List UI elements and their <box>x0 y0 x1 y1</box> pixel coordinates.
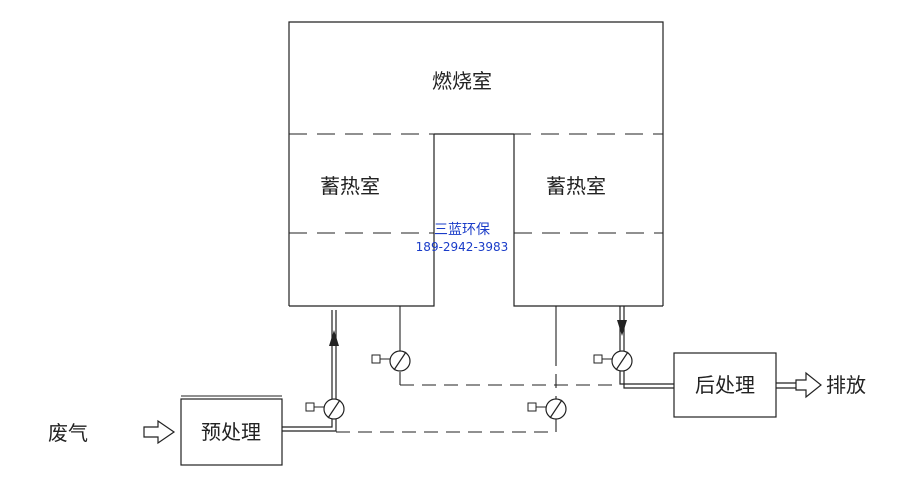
watermark-phone: 189-2942-3983 <box>416 240 509 254</box>
posttreatment-label: 后处理 <box>695 373 755 397</box>
outlet-pipe <box>617 306 674 389</box>
left-regen-chamber-label: 蓄热室 <box>320 174 380 198</box>
inlet-pipe <box>282 310 339 432</box>
valve-right-outlet[interactable] <box>593 350 633 372</box>
pretreatment-box: 预处理 <box>180 395 283 466</box>
hollow-arrow-icon <box>795 371 822 399</box>
reversal-piping <box>336 352 620 433</box>
watermark-company: 三蓝环保 <box>434 222 490 238</box>
valve-left-inlet[interactable] <box>305 398 345 420</box>
waste-gas-label: 废气 <box>48 421 88 445</box>
combustion-chamber-label: 燃烧室 <box>432 69 492 93</box>
posttreatment-box: 后处理 <box>673 352 777 418</box>
rto-body <box>288 21 664 307</box>
chamber-dividers <box>289 133 663 234</box>
exhaust-label: 排放 <box>826 373 866 397</box>
pretreatment-label: 预处理 <box>201 420 261 444</box>
right-regen-chamber-label: 蓄热室 <box>546 174 606 198</box>
valve-left-outlet[interactable] <box>371 350 411 372</box>
hollow-arrow-icon <box>143 419 176 445</box>
valve-right-inlet[interactable] <box>527 398 567 420</box>
